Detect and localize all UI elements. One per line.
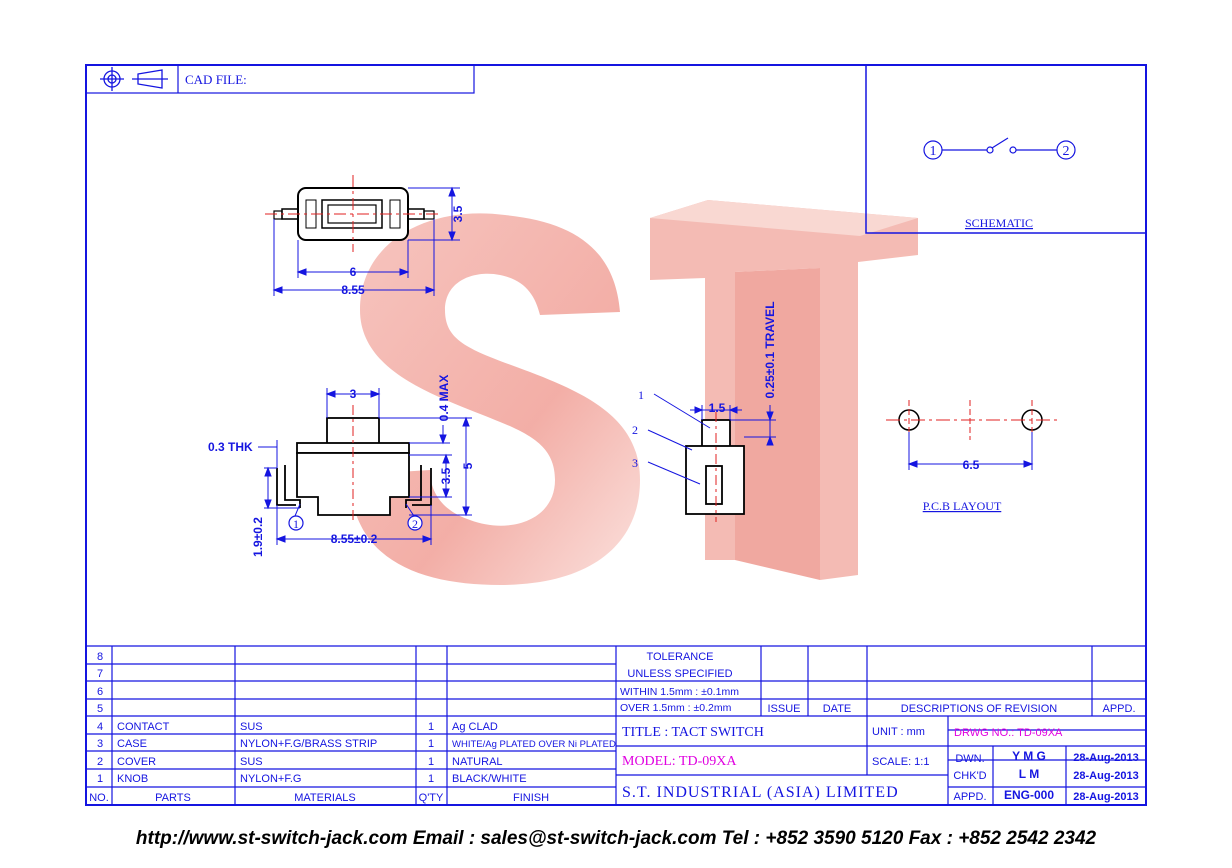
front-view-dimensions	[258, 388, 472, 545]
watermark-st-logo	[350, 200, 918, 586]
side-dim-travel: 0.25±0.1 TRAVEL	[763, 301, 777, 398]
front-dim-5: 5	[461, 462, 475, 469]
bom-header-finish: FINISH	[513, 792, 549, 804]
bom-header-qty: Q'TY	[419, 792, 444, 804]
bom-header-parts: PARTS	[155, 792, 191, 804]
bom-row-no: 3	[97, 738, 103, 750]
tolerance-line1: TOLERANCE	[646, 651, 713, 663]
bom-row-qty: 1	[428, 721, 434, 733]
bom-row-part: CONTACT	[117, 721, 170, 733]
front-dim-855: 8.55±0.2	[331, 532, 378, 546]
bom-row-no: 4	[97, 721, 103, 733]
top-view-dimensions	[272, 186, 460, 296]
tolerance-over: OVER 1.5mm : ±0.2mm	[620, 702, 732, 714]
schematic-terminal-2: 2	[1063, 144, 1070, 159]
bom-row-material: NYLON+F.G	[240, 773, 301, 785]
bom-row-part: COVER	[117, 756, 156, 768]
revision-date: DATE	[823, 703, 852, 715]
bom-row-qty: 1	[428, 773, 434, 785]
scale: SCALE: 1:1	[872, 756, 929, 768]
bom-row-finish: WHITE/Ag PLATED OVER Ni PLATED	[452, 739, 616, 750]
bom-row-material: NYLON+F.G/BRASS STRIP	[240, 738, 377, 750]
bom-row-material: SUS	[240, 756, 263, 768]
company-name: S.T. INDUSTRIAL (ASIA) LIMITED	[622, 784, 899, 801]
bom-header-no: NO.	[89, 792, 109, 804]
top-view-drawing	[265, 175, 442, 252]
chkd-date: 28-Aug-2013	[1073, 770, 1138, 782]
bom-row-no: 6	[97, 686, 103, 698]
bom-row-no: 5	[97, 703, 103, 715]
revision-block: ISSUE DATE DESCRIPTIONS OF REVISION APPD…	[767, 703, 1135, 715]
cad-file-label: CAD FILE:	[185, 72, 247, 87]
tolerance-within: WITHIN 1.5mm : ±0.1mm	[620, 686, 739, 698]
bom-row-no: 8	[97, 651, 103, 663]
pcb-layout-drawing	[886, 400, 1058, 440]
bom-row-qty: 1	[428, 756, 434, 768]
appd-value: ENG-000	[1004, 788, 1054, 802]
side-callout-1: 1	[638, 388, 644, 402]
bom-row-part: KNOB	[117, 773, 148, 785]
side-dim-15: 1.5	[709, 401, 726, 415]
bom-row-no: 1	[97, 773, 103, 785]
bom-table: 8 7 6 5 4 CONTACT SUS 1 Ag CLAD 3 CASE N…	[89, 651, 616, 804]
dwn-label: DWN.	[955, 753, 984, 765]
front-dim-19: 1.9±0.2	[251, 517, 265, 557]
top-dim-35: 3.5	[451, 205, 465, 222]
front-callout-1: 1	[293, 517, 299, 531]
bom-row-material: SUS	[240, 721, 263, 733]
tolerance-line2: UNLESS SPECIFIED	[627, 668, 732, 680]
bom-row-qty: 1	[428, 738, 434, 750]
bom-row-finish: Ag CLAD	[452, 721, 498, 733]
drawing-number: DRWG NO.: TD-09XA	[954, 727, 1063, 739]
pcb-layout-dimensions	[907, 432, 1034, 470]
front-dim-04max: 0.4 MAX	[437, 375, 451, 422]
side-callout-2: 2	[632, 423, 638, 437]
side-view-drawing	[685, 412, 745, 522]
appd-label: APPD.	[953, 791, 986, 803]
side-view-dimensions	[647, 393, 776, 485]
contact-footer: http://www.st-switch-jack.com Email : sa…	[135, 828, 1097, 849]
chkd-label: CHK'D	[953, 770, 986, 782]
bom-row-no: 2	[97, 756, 103, 768]
schematic-label: SCHEMATIC	[965, 216, 1033, 230]
title-block: TITLE : TACT SWITCH MODEL: TD-09XA UNIT …	[622, 725, 1139, 803]
top-dim-6: 6	[350, 265, 357, 279]
model-number: MODEL: TD-09XA	[622, 754, 737, 769]
front-dim-03thk: 0.3 THK	[208, 440, 253, 454]
top-dim-855: 8.55	[341, 283, 365, 297]
schematic-terminal-1: 1	[930, 144, 937, 159]
side-callout-3: 3	[632, 456, 638, 470]
front-dim-3: 3	[350, 387, 357, 401]
chkd-value: L M	[1019, 767, 1039, 781]
tolerance-block: TOLERANCE UNLESS SPECIFIED WITHIN 1.5mm …	[620, 651, 739, 714]
bom-row-part: CASE	[117, 738, 147, 750]
bom-row-no: 7	[97, 668, 103, 680]
revision-issue: ISSUE	[767, 703, 800, 715]
dwn-value: Y M G	[1012, 749, 1046, 763]
projection-symbol-icon	[100, 67, 168, 91]
front-callout-2: 2	[412, 517, 418, 531]
schematic-panel: 1 2 SCHEMATIC	[865, 64, 1147, 234]
revision-descriptions: DESCRIPTIONS OF REVISION	[901, 703, 1058, 715]
cad-file-header: CAD FILE:	[85, 64, 475, 94]
dwn-date: 28-Aug-2013	[1073, 752, 1138, 764]
front-dim-35: 3.5	[439, 467, 453, 484]
bom-row-finish: NATURAL	[452, 756, 503, 768]
title-block-grid	[86, 645, 1146, 805]
unit: UNIT : mm	[872, 726, 925, 738]
revision-appd: APPD.	[1102, 703, 1135, 715]
pcb-layout-label: P.C.B LAYOUT	[923, 499, 1002, 513]
bom-header-materials: MATERIALS	[294, 792, 356, 804]
appd-date: 28-Aug-2013	[1073, 791, 1138, 803]
bom-row-finish: BLACK/WHITE	[452, 773, 527, 785]
front-view-drawing	[276, 405, 432, 522]
pcb-dim-65: 6.5	[963, 458, 980, 472]
drawing-title: TITLE : TACT SWITCH	[622, 725, 764, 740]
